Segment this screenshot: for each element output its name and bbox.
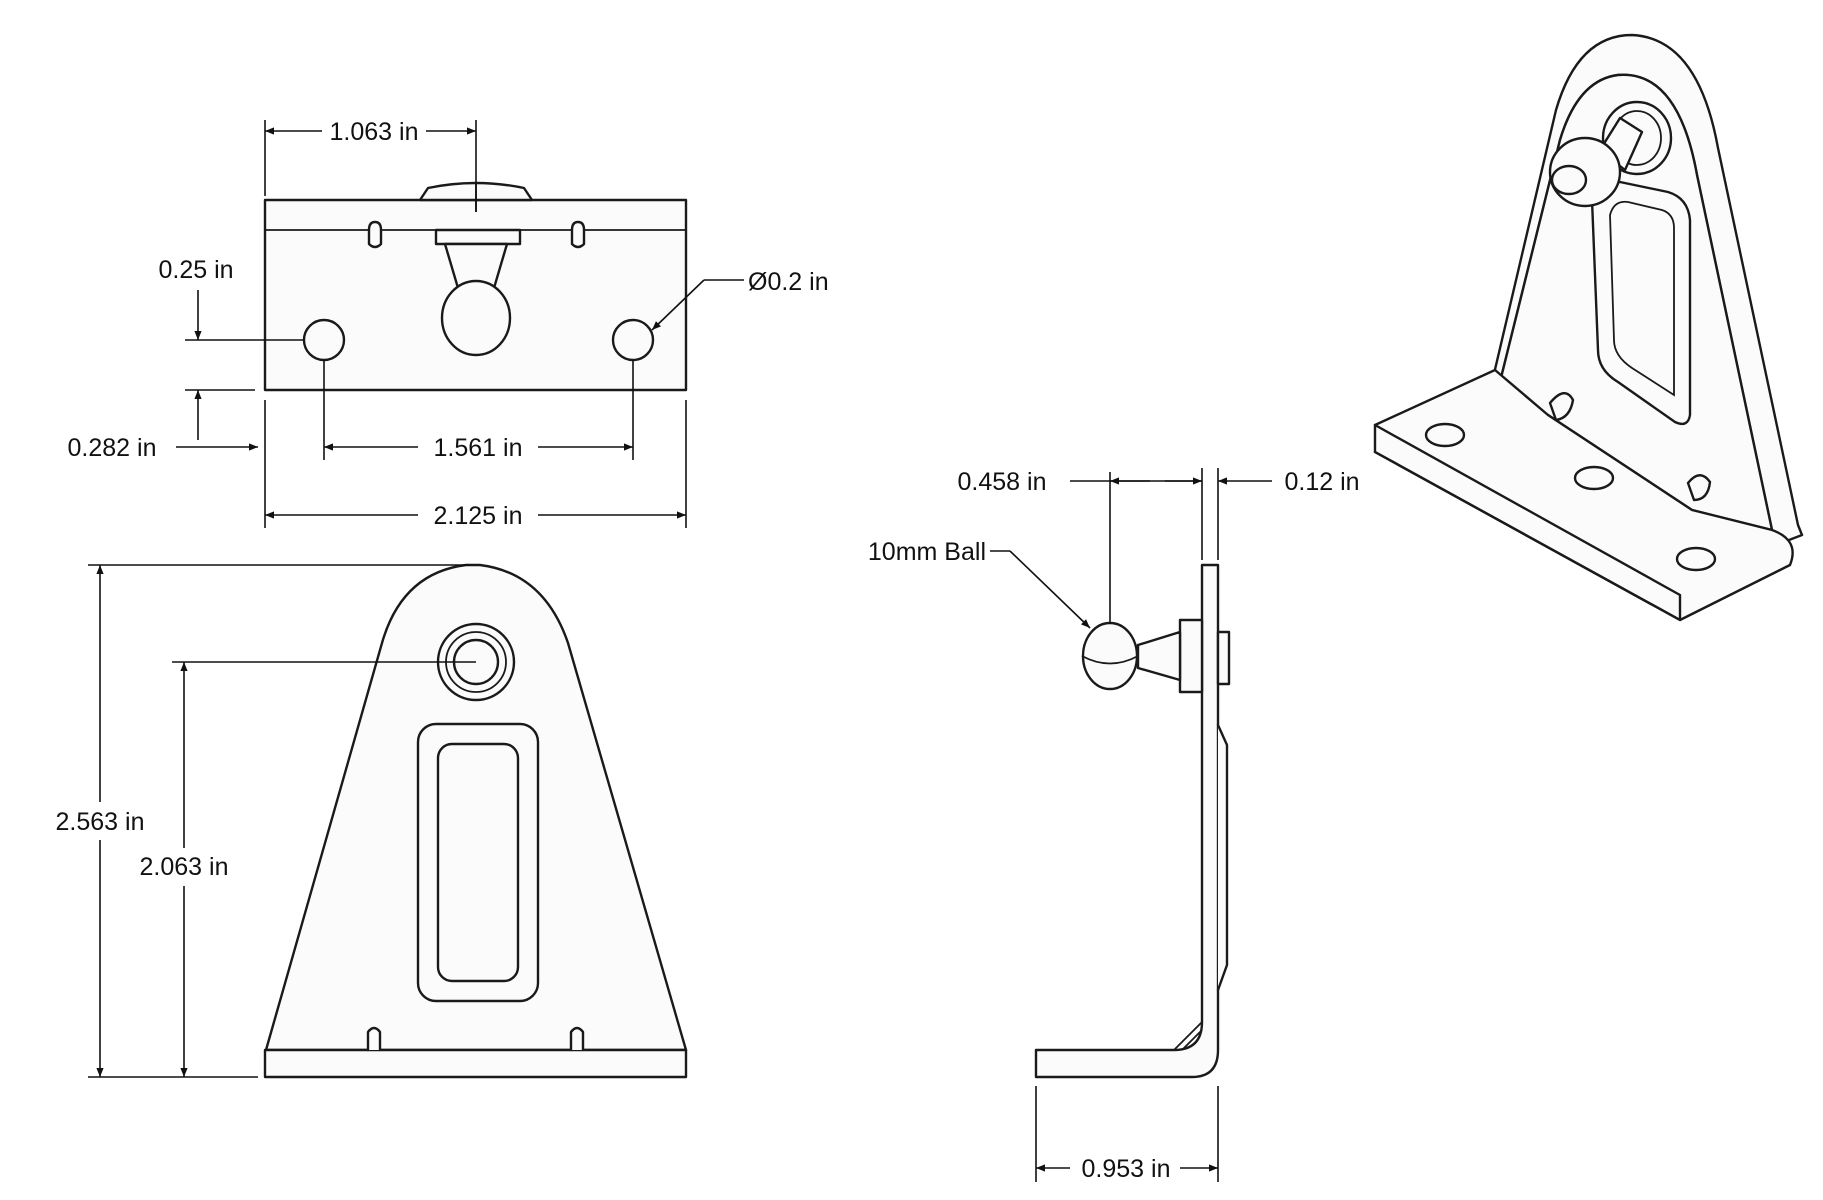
top-view-hole-right bbox=[611, 318, 655, 362]
front-view bbox=[263, 563, 688, 1079]
dim-plate-thickness: 0.12 in bbox=[1284, 468, 1359, 496]
top-view-ball bbox=[440, 279, 512, 357]
front-view-dimensions: 2.563 in 2.063 in bbox=[56, 564, 476, 1078]
side-view-ball bbox=[1081, 621, 1139, 691]
dim-hole-diameter: Ø0.2 in bbox=[748, 268, 829, 296]
dim-width: 2.125 in bbox=[434, 502, 523, 530]
isometric-view bbox=[1373, 33, 1804, 622]
side-view-nut bbox=[1216, 630, 1231, 686]
dim-ball-height: 2.063 in bbox=[140, 853, 229, 881]
top-view-hole-left bbox=[302, 318, 346, 362]
side-view-dimensions: 0.458 in 0.12 in 10mm Ball 0.953 in bbox=[868, 468, 1360, 1183]
top-view-ball-flange bbox=[434, 228, 522, 246]
front-view-foot bbox=[263, 1048, 688, 1079]
side-view-profile bbox=[1034, 563, 1220, 1079]
dim-foot-depth: 0.953 in bbox=[1082, 1155, 1171, 1183]
top-view-dimensions: 1.063 in 0.25 in 0.282 in Ø0.2 in 1.561 … bbox=[68, 118, 829, 530]
side-view bbox=[1034, 563, 1231, 1079]
dim-top-offset: 1.063 in bbox=[330, 118, 419, 146]
dim-ball-offset: 0.458 in bbox=[958, 468, 1047, 496]
iso-hole-2 bbox=[1573, 465, 1615, 491]
side-view-flange bbox=[1178, 618, 1204, 694]
dim-thickness: 0.282 in bbox=[68, 434, 157, 462]
front-view-slot-inner bbox=[436, 742, 520, 983]
top-view bbox=[263, 181, 688, 392]
dim-height: 2.563 in bbox=[56, 808, 145, 836]
dim-hole-edge: 0.25 in bbox=[158, 256, 233, 284]
iso-hole-1 bbox=[1424, 422, 1466, 448]
dim-hole-spacing: 1.561 in bbox=[434, 434, 523, 462]
ball-size-label: 10mm Ball bbox=[868, 538, 986, 566]
iso-hole-3 bbox=[1675, 546, 1717, 572]
